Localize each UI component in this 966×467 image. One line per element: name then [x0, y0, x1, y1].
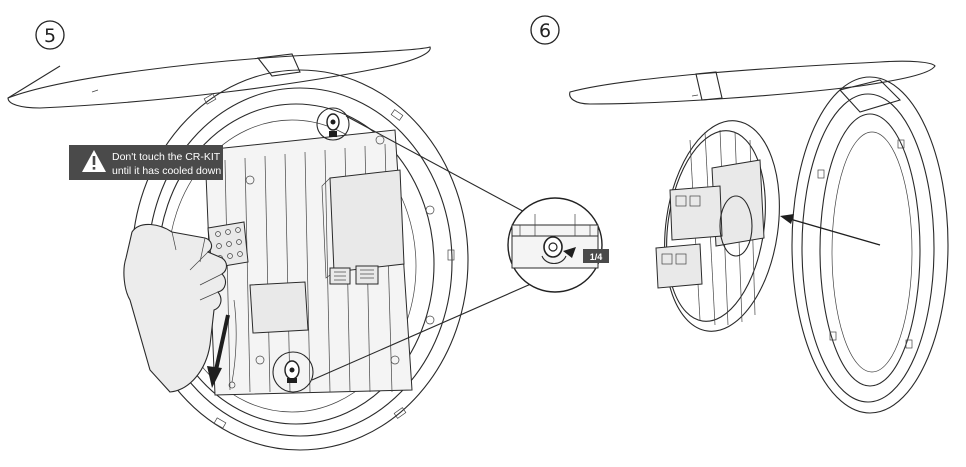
rotation-tag: 1/4	[583, 249, 609, 263]
step-6-cover-lid	[569, 60, 936, 105]
rotation-tag-label: 1/4	[590, 252, 603, 262]
step-6: 6	[530, 15, 949, 414]
step-5-cover-lid	[7, 46, 431, 109]
step-6-ring-housing	[791, 76, 949, 414]
warning-line-1: Don't touch the CR-KIT	[112, 151, 221, 163]
hand-illustration	[123, 223, 228, 393]
rotation-arrow-icon	[563, 247, 576, 258]
step-5-module	[249, 281, 309, 334]
step-5-number: 5	[44, 25, 56, 47]
pull-down-arrow-icon	[207, 314, 230, 388]
step-6-number: 6	[539, 20, 551, 42]
step-6-remove-direction-arrow-icon	[780, 214, 881, 246]
step-5-driver-box	[329, 169, 405, 273]
step-5-bottom-screw-callout	[272, 351, 314, 393]
step-5-wire	[231, 299, 237, 383]
step-6-badge: 6	[530, 15, 560, 45]
step-5: 5	[7, 20, 609, 451]
step-5-zoom-lines	[311, 115, 541, 381]
warning-line-2: until it has cooled down	[112, 165, 221, 177]
warning-notice: Don't touch the CR-KIT until it has cool…	[69, 145, 223, 180]
step-5-driver-plate	[204, 129, 435, 396]
step-5-detail-magnifier: 1/4	[507, 197, 609, 293]
step-6-cr-kit-module	[655, 120, 780, 332]
step-5-top-screw-callout	[316, 107, 350, 141]
step-5-badge: 5	[35, 20, 65, 50]
warning-icon	[82, 150, 106, 172]
step-5-connectors	[329, 265, 379, 285]
